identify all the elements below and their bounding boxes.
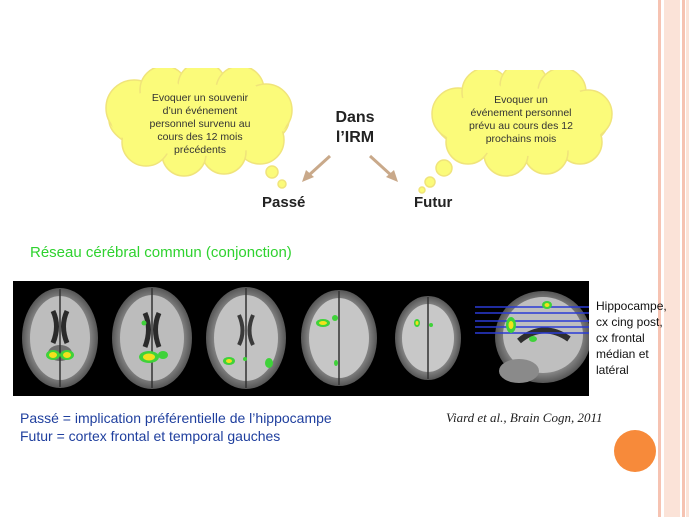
- brain-slice-5: [395, 296, 461, 380]
- decor-stripe: [686, 0, 689, 517]
- mri-brain-strip: [13, 281, 589, 396]
- finding-past: Passé = implication préférentielle de l’…: [20, 410, 332, 426]
- region-label-line: médian et: [596, 347, 649, 361]
- arrow-left: [306, 154, 332, 178]
- thought-cloud-future: [418, 70, 613, 194]
- region-label-line: Hippocampe,: [596, 299, 667, 313]
- thought-cloud-past: [105, 68, 293, 189]
- finding-future: Futur = cortex frontal et temporal gauch…: [20, 428, 281, 444]
- center-label: Dans l’IRM: [318, 108, 392, 148]
- arrow-right: [368, 154, 394, 178]
- cloud-line: cours des 12 mois: [157, 131, 243, 143]
- cloud-text-future: Evoquer un événement personnel prévu au …: [454, 94, 588, 146]
- brain-slice-3: [206, 287, 286, 389]
- region-label-line: cx cing post,: [596, 315, 663, 329]
- brain-slice-2: [112, 287, 192, 389]
- cloud-line: Evoquer un souvenir: [151, 92, 249, 104]
- center-label-line1: Dans: [335, 109, 375, 126]
- cloud-line: Evoquer un: [494, 94, 548, 106]
- brain-slice-sagittal: [475, 291, 589, 383]
- arrow-left-head: [302, 170, 314, 182]
- decor-stripe: [664, 0, 680, 517]
- cloud-line: personnel survenu au: [149, 118, 251, 130]
- brain-slice-1: [22, 288, 98, 388]
- cloud-text-past: Evoquer un souvenir d’un événement perso…: [134, 92, 266, 157]
- region-label: Hippocampe, cx cing post, cx frontal méd…: [596, 298, 688, 378]
- region-label-line: cx frontal: [596, 331, 645, 345]
- decor-stripe: [682, 0, 685, 517]
- label-future: Futur: [414, 194, 453, 211]
- orange-dot-decoration: [614, 430, 656, 472]
- cloud-line: précédents: [174, 144, 226, 156]
- brain-slice-4: [301, 290, 377, 386]
- direction-arrows: [302, 154, 398, 182]
- center-label-line2: l’IRM: [335, 129, 375, 146]
- network-title: Réseau cérébral commun (conjonction): [30, 244, 292, 261]
- arrow-right-head: [386, 170, 398, 182]
- label-past: Passé: [262, 194, 306, 211]
- region-label-line: latéral: [596, 363, 629, 377]
- decor-stripe: [658, 0, 661, 517]
- cloud-line: prochains mois: [485, 133, 557, 145]
- citation: Viard et al., Brain Cogn, 2011: [446, 410, 603, 425]
- cloud-line: événement personnel: [470, 107, 572, 119]
- cloud-line: d’un événement: [162, 105, 238, 117]
- cloud-line: prévu au cours des 12: [469, 120, 573, 132]
